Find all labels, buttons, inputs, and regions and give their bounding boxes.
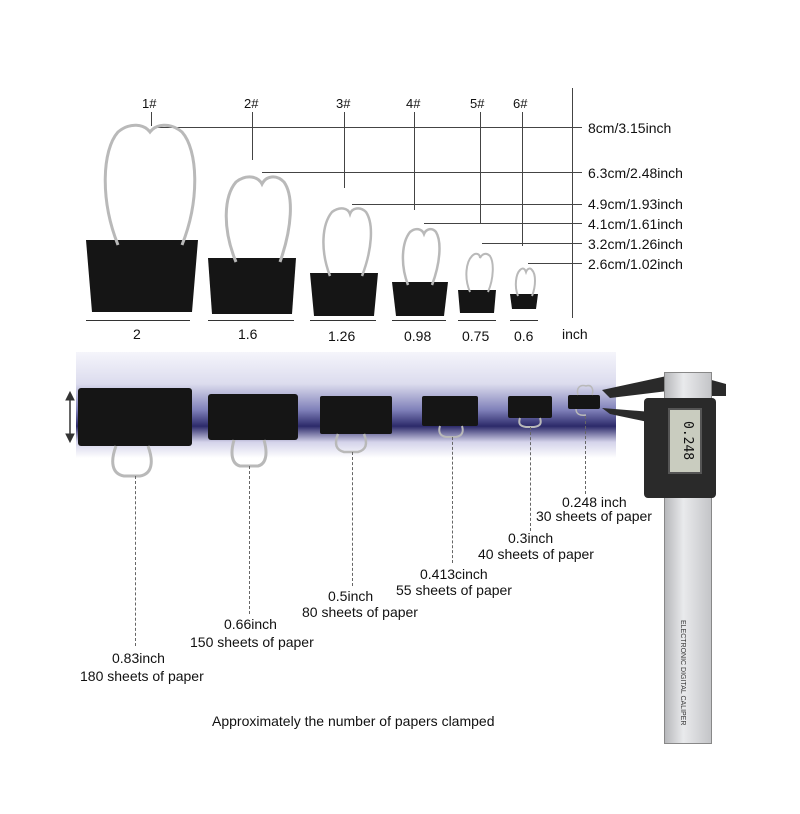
clip-6-image	[510, 267, 538, 309]
clip-1-width: 2	[133, 326, 141, 342]
clip-3-tick	[344, 112, 345, 188]
clip-2-width-line	[208, 320, 294, 321]
clip-4-label: 4#	[406, 96, 421, 111]
clip-5-width: 0.75	[462, 328, 490, 344]
capacity-4-sheets: 55 sheets of paper	[396, 582, 512, 598]
capacity-6-thickness: 0.248 inch	[562, 494, 627, 510]
clip-1-leader	[156, 127, 582, 128]
capacity-4-thickness: 0.413cinch	[420, 566, 488, 582]
clip-5-drop-line	[530, 427, 531, 531]
clip-5-width-line	[458, 320, 496, 321]
clip-4-drop-line	[452, 437, 453, 563]
clip-4-leader	[424, 223, 582, 224]
clip-3-label: 3#	[336, 96, 351, 111]
clip-5-image	[458, 252, 496, 313]
clip-2-drop-line	[249, 466, 250, 614]
clip-1-size: 8cm/3.15inch	[588, 120, 672, 136]
clip-6-width: 0.6	[514, 328, 534, 344]
clip-2-leader	[262, 172, 582, 173]
clip-6-tick	[522, 112, 523, 246]
clip-5-tick	[480, 112, 481, 224]
clip-1-tick	[151, 112, 152, 126]
clip-6-drop-line	[585, 416, 586, 494]
width-unit: inch	[562, 326, 588, 342]
capacity-5-thickness: 0.3inch	[508, 530, 554, 546]
caption: Approximately the number of papers clamp…	[212, 713, 495, 729]
clip-3-width: 1.26	[328, 328, 356, 344]
capacity-2-thickness: 0.66inch	[224, 616, 277, 632]
clip-2-size: 6.3cm/2.48inch	[588, 165, 683, 181]
capacity-3-sheets: 80 sheets of paper	[302, 604, 418, 620]
caliper-brand: ELECTRONIC DIGITAL CALIPER	[679, 620, 686, 726]
clip-1-width-line	[86, 320, 190, 321]
caliper-display: 0.248	[668, 408, 702, 474]
clip-5-leader	[482, 243, 582, 244]
clip-5-label: 5#	[470, 96, 485, 111]
clip-4-width: 0.98	[404, 328, 432, 344]
clip-4-width-line	[392, 320, 446, 321]
capacity-3-thickness: 0.5inch	[328, 588, 374, 604]
clip-5-size: 3.2cm/1.26inch	[588, 236, 683, 252]
capacity-1-thickness: 0.83inch	[112, 650, 165, 666]
clip-3-leader	[352, 204, 582, 205]
clip-3-drop-line	[352, 452, 353, 586]
clip-4-image	[392, 227, 448, 316]
clip-1-drop-line	[135, 476, 136, 646]
clip-2-width: 1.6	[238, 326, 258, 342]
clip-6-size: 2.6cm/1.02inch	[588, 256, 683, 272]
clip-4-tick	[414, 112, 415, 210]
clamped-clip-3	[320, 396, 392, 454]
clamped-clip-6	[568, 384, 600, 416]
clip-2-image	[208, 175, 296, 314]
capacity-1-sheets: 180 sheets of paper	[80, 668, 204, 684]
clip-6-label: 6#	[513, 96, 528, 111]
clamped-clip-1	[78, 388, 192, 478]
clip-3-image	[310, 207, 378, 316]
size-boundary-line	[572, 88, 573, 318]
clip-3-width-line	[310, 320, 376, 321]
clip-3-size: 4.9cm/1.93inch	[588, 196, 683, 212]
clamped-clip-5	[508, 396, 552, 428]
clip-4-size: 4.1cm/1.61inch	[588, 216, 683, 232]
clamped-clip-2	[208, 394, 298, 468]
clip-6-leader	[528, 263, 582, 264]
clip-6-width-line	[510, 320, 538, 321]
clip-2-label: 2#	[244, 96, 259, 111]
clamped-clip-4	[422, 396, 478, 438]
capacity-5-sheets: 40 sheets of paper	[478, 546, 594, 562]
clip-1-image	[86, 123, 198, 312]
capacity-6-sheets: 30 sheets of paper	[536, 508, 652, 524]
capacity-2-sheets: 150 sheets of paper	[190, 634, 314, 650]
thickness-arrow	[65, 390, 75, 444]
clip-2-tick	[252, 112, 253, 160]
clip-1-label: 1#	[142, 96, 157, 111]
